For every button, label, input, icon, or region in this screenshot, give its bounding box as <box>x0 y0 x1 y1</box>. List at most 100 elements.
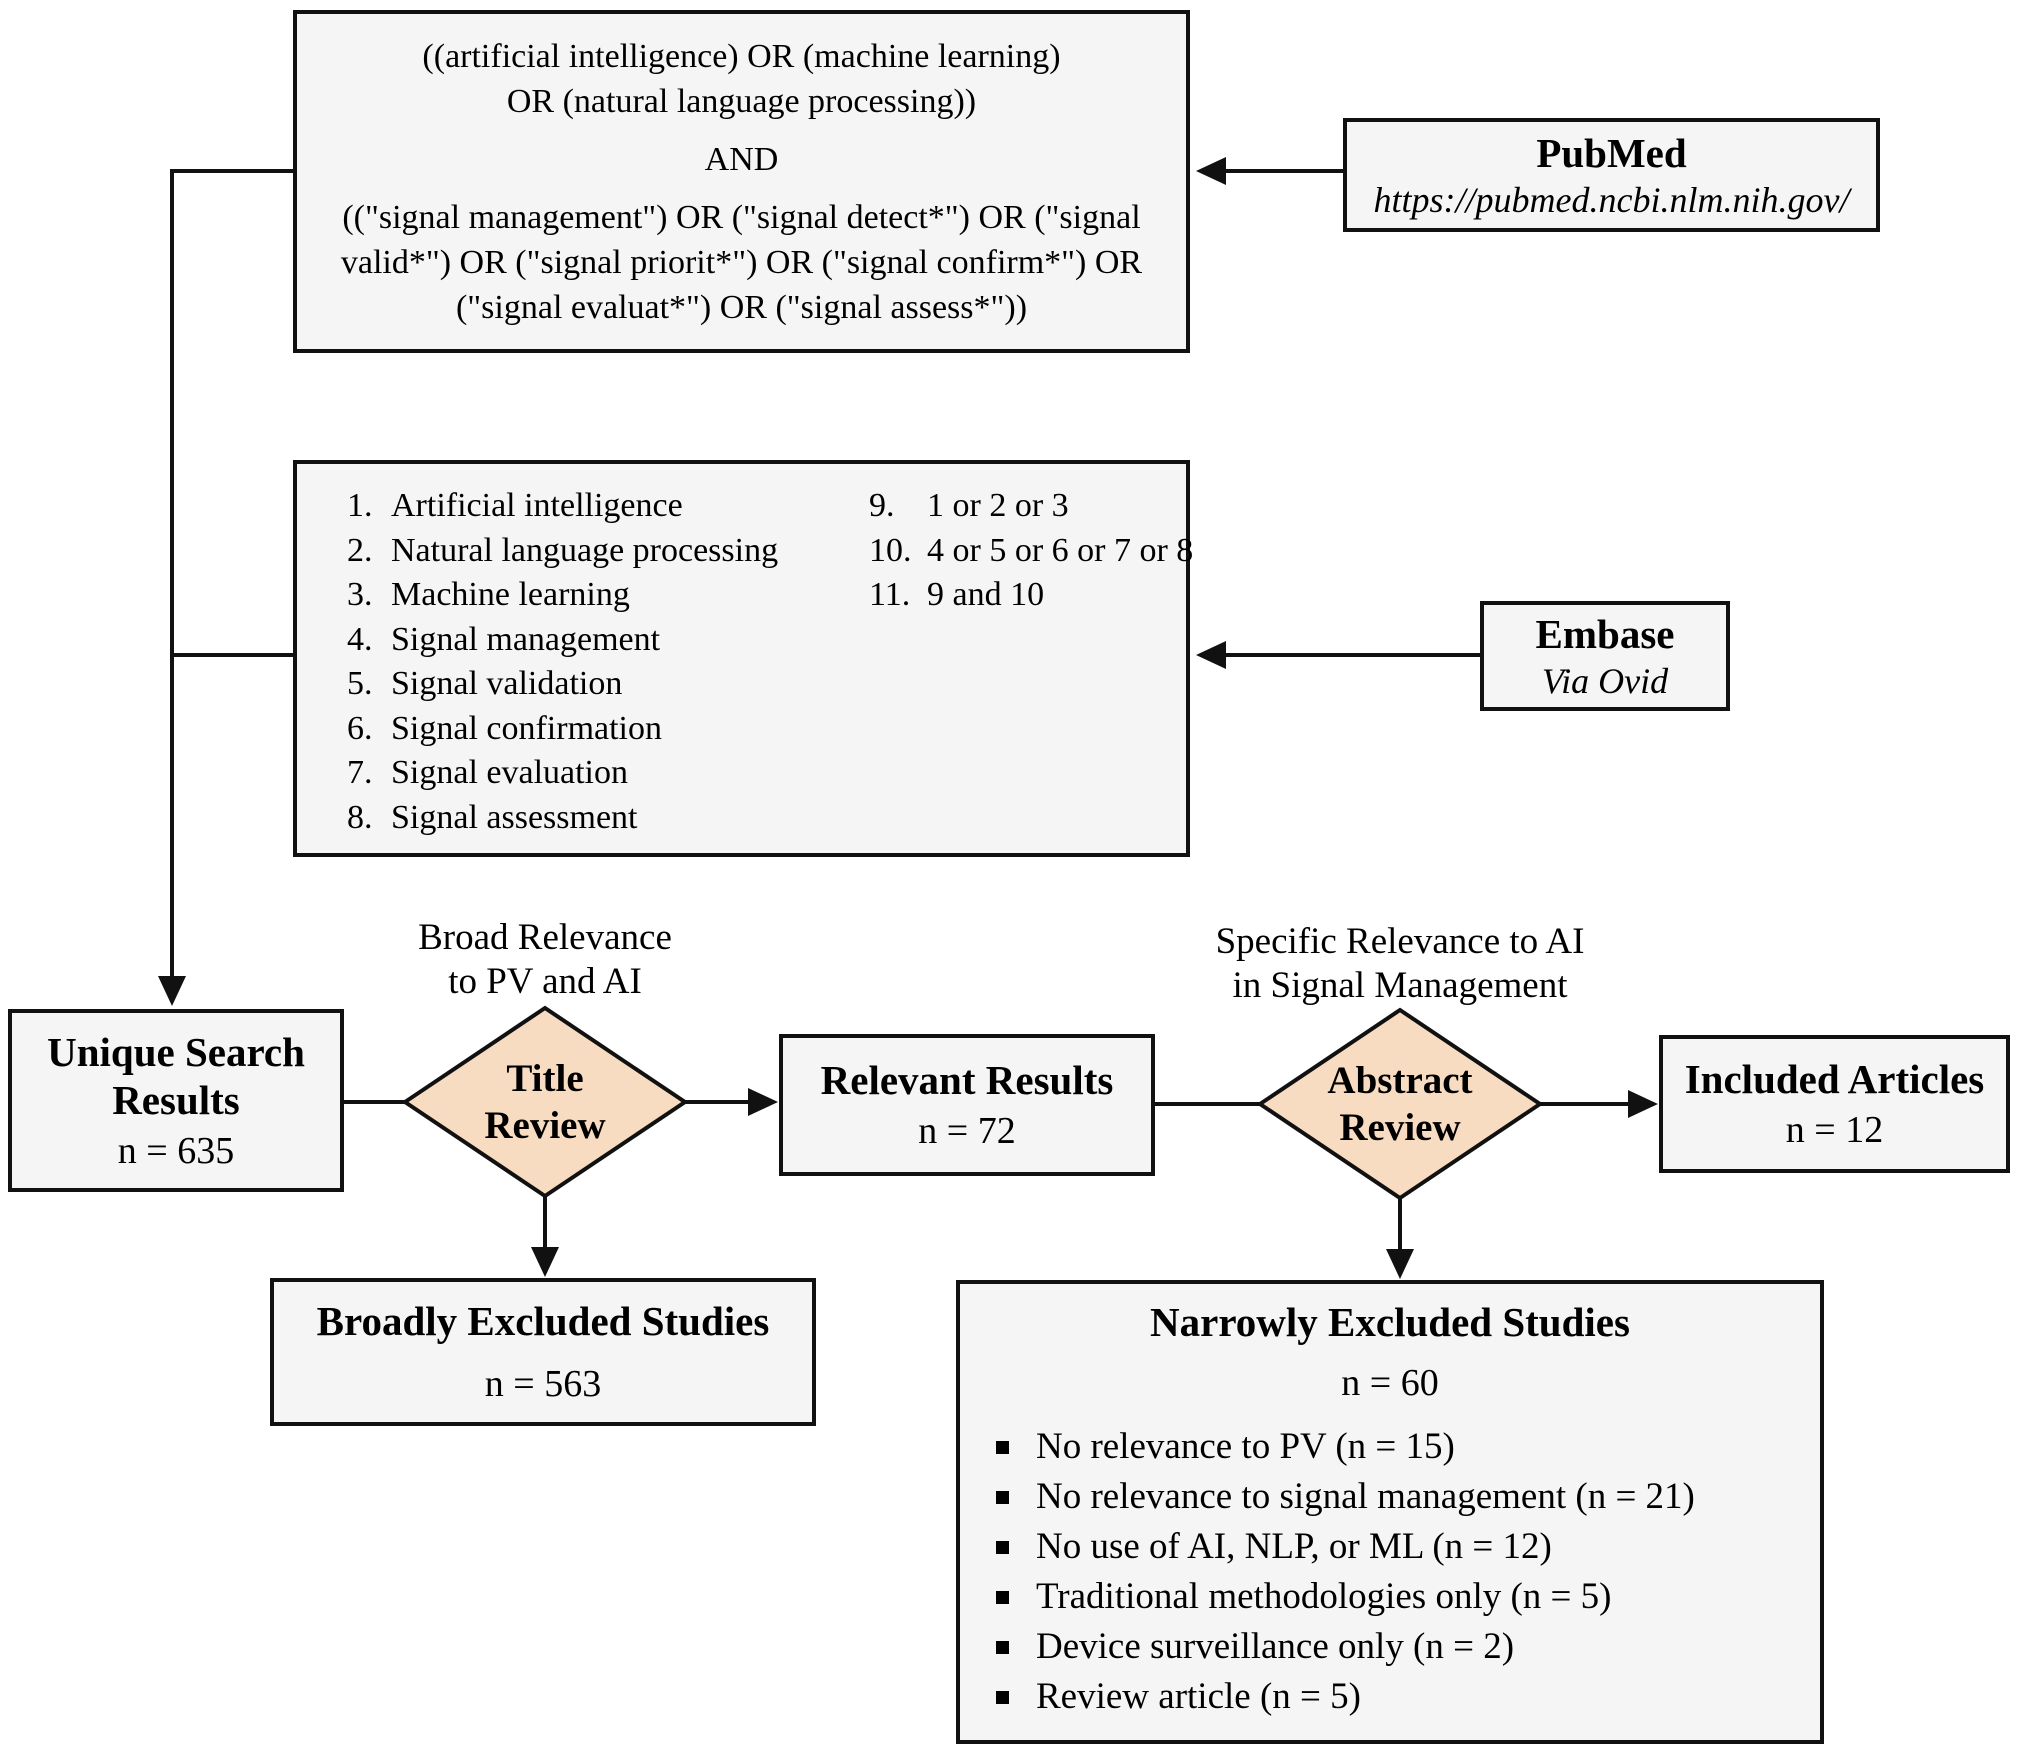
exclusion-reason-item: No use of AI, NLP, or ML (n = 12) <box>960 1522 1820 1572</box>
term-item: 3. Machine learning <box>347 573 778 618</box>
arrowhead-into-relevant <box>748 1088 778 1116</box>
term-text: 1 or 2 or 3 <box>927 487 1069 524</box>
pubmed-url: https://pubmed.ncbi.nlm.nih.gov/ <box>1373 180 1850 220</box>
term-number: 8. <box>347 798 373 836</box>
query-line: OR (natural language processing)) <box>506 82 977 120</box>
broad-annotation-line1: Broad Relevance <box>418 917 672 958</box>
exclusion-reason-item: No relevance to signal management (n = 2… <box>960 1472 1820 1522</box>
exclusion-reasons-list: No relevance to PV (n = 15) No relevance… <box>960 1422 1820 1722</box>
specific-annotation-line1: Specific Relevance to AI <box>1215 921 1585 962</box>
exclusion-reason-text: Traditional methodologies only (n = 5) <box>1036 1576 1612 1617</box>
term-item: 10. 4 or 5 or 6 or 7 or 8 <box>869 529 1193 574</box>
term-number: 7. <box>347 754 373 791</box>
term-item: 11. 9 and 10 <box>869 573 1193 618</box>
square-bullet-icon <box>996 1640 1009 1654</box>
term-item: 4. Signal management <box>347 618 778 663</box>
unique-title-line2: Results <box>112 1076 240 1123</box>
term-item: 7. Signal evaluation <box>347 751 778 796</box>
title-review-label: Title Review <box>445 1055 645 1149</box>
pubmed-title: PubMed <box>1536 130 1687 176</box>
narrowly-excluded-box: Narrowly Excluded Studies n = 60 No rele… <box>956 1280 1824 1744</box>
exclusion-reason-text: No relevance to PV (n = 15) <box>1036 1426 1455 1467</box>
term-number: 1. <box>347 487 373 524</box>
term-text: Signal evaluation <box>391 754 629 791</box>
relevant-count: n = 72 <box>918 1110 1016 1152</box>
title-review-line2: Review <box>484 1104 606 1147</box>
term-item: 6.Signal confirmation <box>347 707 778 752</box>
arrowhead-pubmed-to-query <box>1196 157 1226 185</box>
term-item: 2.Natural language processing <box>347 529 778 574</box>
broad-relevance-annotation: Broad Relevance to PV and AI <box>295 916 795 1004</box>
specific-relevance-annotation: Specific Relevance to AI in Signal Manag… <box>1150 920 1650 1008</box>
term-number: 11. <box>869 576 911 613</box>
abstract-review-label: Abstract Review <box>1280 1057 1520 1151</box>
term-text: Natural language processing <box>391 531 779 569</box>
title-review-line1: Title <box>506 1057 584 1100</box>
arrowhead-embase-to-terms <box>1196 641 1226 669</box>
title-review-diamond <box>401 1005 689 1199</box>
exclusion-reason-item: No relevance to PV (n = 15) <box>960 1422 1820 1472</box>
exclusion-reason-text: No use of AI, NLP, or ML (n = 12) <box>1036 1526 1552 1567</box>
abstract-review-diamond <box>1256 1007 1544 1201</box>
term-item: 9. 1 or 2 or 3 <box>869 484 1193 529</box>
term-text: Machine learning <box>391 576 630 613</box>
term-text: 4 or 5 or 6 or 7 or 8 <box>927 531 1194 569</box>
abstract-review-line2: Review <box>1339 1106 1461 1149</box>
broadly-count: n = 563 <box>484 1363 602 1405</box>
term-text: Signal management <box>391 620 661 658</box>
term-number: 9. <box>869 487 895 524</box>
query-line: ((artificial intelligence) OR (machine l… <box>422 37 1061 75</box>
relevant-results-box: Relevant Results n = 72 <box>779 1034 1155 1176</box>
broadly-title: Broadly Excluded Studies <box>316 1298 770 1344</box>
square-bullet-icon <box>996 1540 1009 1554</box>
term-item: 1. Artificial intelligence <box>347 484 778 529</box>
term-number: 5. <box>347 665 373 702</box>
term-number: 4. <box>347 620 373 658</box>
pubmed-source-box: PubMed https://pubmed.ncbi.nlm.nih.gov/ <box>1343 118 1880 232</box>
terms-column-right: 9. 1 or 2 or 3 10. 4 or 5 or 6 or 7 or 8 1… <box>869 484 1193 618</box>
arrowhead-into-narrowly <box>1386 1249 1414 1279</box>
specific-annotation-line2: in Signal Management <box>1232 965 1568 1006</box>
term-number: 10. <box>869 531 912 569</box>
exclusion-reason-text: No relevance to signal management (n = 2… <box>1036 1476 1695 1517</box>
term-text: Signal assessment <box>391 798 638 836</box>
term-text: Artificial intelligence <box>391 487 683 524</box>
narrowly-title: Narrowly Excluded Studies <box>1150 1299 1630 1345</box>
term-number: 6. <box>347 709 373 747</box>
arrowhead-into-unique <box>158 976 186 1006</box>
exclusion-reason-item: Traditional methodologies only (n = 5) <box>960 1572 1820 1622</box>
query-line: valid*") OR ("signal priorit*") OR ("sig… <box>340 243 1143 281</box>
square-bullet-icon <box>996 1440 1009 1454</box>
unique-search-results-box: Unique Search Results n = 635 <box>8 1009 344 1192</box>
terms-column-left: 1. Artificial intelligence 2.Natural lang… <box>347 484 778 840</box>
broad-annotation-line2: to PV and AI <box>448 961 642 1002</box>
exclusion-reason-item: Device surveillance only (n = 2) <box>960 1622 1820 1672</box>
embase-title: Embase <box>1535 611 1675 657</box>
square-bullet-icon <box>996 1590 1009 1604</box>
unique-title-line1: Unique Search <box>47 1028 305 1075</box>
exclusion-reason-text: Device surveillance only (n = 2) <box>1036 1626 1515 1667</box>
narrowly-count: n = 60 <box>1341 1362 1439 1404</box>
embase-via: Via Ovid <box>1541 661 1669 701</box>
relevant-title: Relevant Results <box>820 1057 1114 1103</box>
included-title: Included Articles <box>1684 1056 1985 1102</box>
embase-source-box: Embase Via Ovid <box>1480 601 1730 711</box>
term-item: 8. Signal assessment <box>347 796 778 841</box>
included-articles-box: Included Articles n = 12 <box>1659 1035 2010 1173</box>
square-bullet-icon <box>996 1490 1009 1504</box>
term-number: 3. <box>347 576 373 613</box>
arrowhead-into-broadly <box>531 1247 559 1277</box>
included-count: n = 12 <box>1785 1109 1884 1151</box>
exclusion-reason-text: Review article (n = 5) <box>1036 1676 1361 1717</box>
arrowhead-into-included <box>1628 1090 1658 1118</box>
abstract-review-line1: Abstract <box>1327 1059 1473 1102</box>
term-text: 9 and 10 <box>927 576 1045 613</box>
search-terms-box: 1. Artificial intelligence 2.Natural lang… <box>293 460 1193 857</box>
query-operator: AND <box>704 140 779 178</box>
unique-count: n = 635 <box>117 1129 235 1172</box>
query-line: ("signal evaluat*") OR ("signal assess*"… <box>455 288 1028 326</box>
square-bullet-icon <box>996 1690 1009 1704</box>
term-item: 5.Signal validation <box>347 662 778 707</box>
